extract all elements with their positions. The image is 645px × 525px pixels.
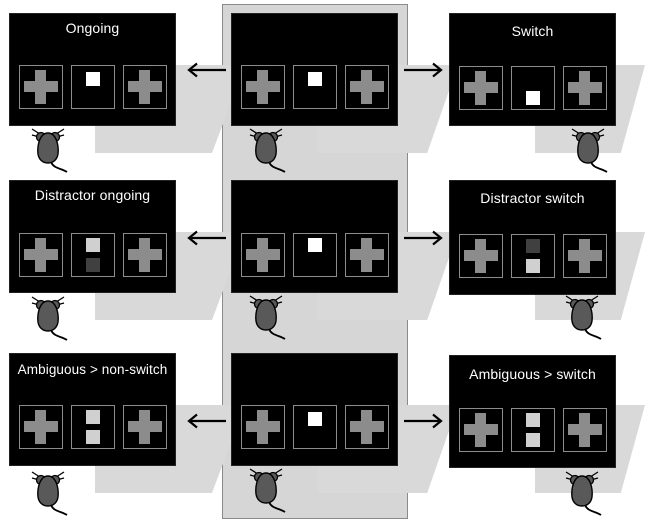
screen-title: Switch (511, 23, 554, 39)
stimulus-bottom-light (525, 433, 540, 447)
stimulus-bottom-dark (85, 258, 100, 272)
stimulus-top (307, 412, 322, 426)
screen-reference-2 (232, 181, 397, 292)
screen-title: Distractor ongoing (34, 187, 151, 203)
mouse-icon (565, 471, 602, 516)
arrow-left-icon (187, 413, 226, 429)
mouse-icon (249, 295, 286, 340)
cell-left (459, 408, 503, 452)
cell-center (71, 233, 115, 277)
arrow-right-icon (404, 62, 443, 78)
stimulus-top-light (85, 410, 100, 424)
cell-center (511, 234, 555, 278)
mouse-icon (31, 296, 68, 341)
arrow-right-icon (404, 230, 443, 246)
stimulus-top (307, 238, 322, 252)
cell-center (293, 405, 337, 449)
cell-center (71, 405, 115, 449)
stimulus-top-light (85, 238, 100, 252)
cell-left (241, 405, 285, 449)
cell-center (293, 65, 337, 109)
cell-right (123, 405, 167, 449)
cell-left (241, 233, 285, 277)
cell-right (563, 408, 607, 452)
cell-center (511, 408, 555, 452)
arrow-right-icon (404, 413, 443, 429)
cell-center (71, 65, 115, 109)
screen-distractor-switch: Distractor switch (450, 181, 615, 294)
stimulus-top (85, 72, 100, 86)
cell-left (19, 233, 63, 277)
mouse-icon (31, 128, 68, 173)
cell-left (19, 405, 63, 449)
cell-center (293, 233, 337, 277)
cell-right (345, 65, 389, 109)
cell-left (19, 65, 63, 109)
cell-right (123, 233, 167, 277)
cell-left (241, 65, 285, 109)
stimulus-top (307, 72, 322, 86)
screen-title: Ongoing (65, 20, 120, 36)
screen-switch: Switch (450, 14, 615, 125)
cell-right (345, 405, 389, 449)
arrow-left-icon (187, 230, 226, 246)
mouse-icon (31, 471, 68, 516)
screen-reference-1 (232, 14, 397, 125)
cell-right (563, 66, 607, 110)
screen-title: Ambiguous > non-switch (17, 362, 168, 377)
mouse-icon (249, 468, 286, 513)
screen-ambiguous-switch: Ambiguous > switch (450, 356, 615, 467)
screen-ambiguous-nonswitch: Ambiguous > non-switch (10, 354, 175, 465)
cell-right (123, 65, 167, 109)
stimulus-bottom-light (525, 259, 540, 273)
mouse-icon (565, 295, 602, 340)
stimulus-bottom-light (85, 430, 100, 444)
screen-distractor-ongoing: Distractor ongoing (10, 181, 175, 292)
cell-left (459, 66, 503, 110)
screen-reference-3 (232, 354, 397, 465)
stimulus-bottom (525, 91, 540, 105)
stimulus-top-light (525, 413, 540, 427)
stimulus-top-dark (525, 239, 540, 253)
cell-right (345, 233, 389, 277)
screen-title: Distractor switch (480, 190, 585, 206)
mouse-icon (571, 128, 608, 173)
cell-right (563, 234, 607, 278)
mouse-icon (249, 128, 286, 173)
screen-title: Ambiguous > switch (469, 366, 596, 382)
screen-ongoing: Ongoing (10, 14, 175, 125)
cell-left (459, 234, 503, 278)
arrow-left-icon (187, 62, 226, 78)
cell-center (511, 66, 555, 110)
